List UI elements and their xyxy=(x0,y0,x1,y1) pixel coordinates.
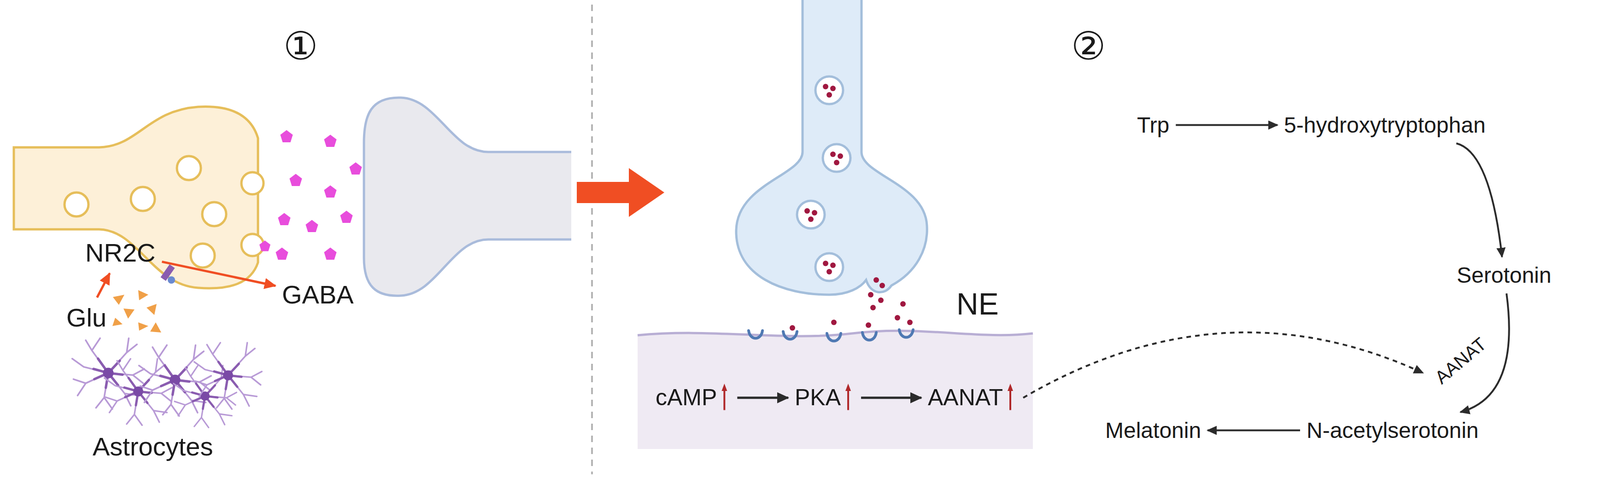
enzyme-label: AANAT xyxy=(1429,332,1492,390)
panel-number: ① xyxy=(283,24,318,68)
metabolite-label: Trp xyxy=(1134,110,1173,140)
postsynaptic-terminal xyxy=(363,97,572,296)
increase-arrow xyxy=(847,387,850,411)
node-text: Serotonin xyxy=(1456,262,1552,288)
pathway-arrow xyxy=(861,396,922,399)
gaba-molecules xyxy=(259,130,363,260)
pathway-arrow xyxy=(1175,124,1278,127)
increase-arrow xyxy=(723,387,726,411)
node-text: NR2C xyxy=(85,238,156,268)
signal-molecule: cAMP xyxy=(652,382,734,414)
noradrenergic-terminal xyxy=(736,0,927,342)
metabolite-label: N-acetylserotonin xyxy=(1303,416,1482,446)
cell-type-label: Astrocytes xyxy=(92,432,213,462)
presynaptic-terminal xyxy=(13,106,264,289)
receptor-label: NR2C xyxy=(82,236,159,270)
metabolite-label: Serotonin xyxy=(1453,260,1554,290)
neurotransmitter-label: NE xyxy=(956,287,999,322)
node-text: PKA xyxy=(794,384,841,412)
metabolite-label: Melatonin xyxy=(1102,416,1204,446)
divider-line xyxy=(591,4,593,475)
node-text: AANAT xyxy=(927,384,1003,412)
metabolite-label: 5-hydroxytryptophan xyxy=(1281,110,1489,140)
node-text: Melatonin xyxy=(1105,417,1202,444)
pathway-arrow xyxy=(161,261,276,286)
neurotransmitter-label: Glu xyxy=(63,301,110,335)
pathway-arrow xyxy=(1207,429,1301,432)
node-text: 5-hydroxytryptophan xyxy=(1283,112,1486,138)
node-text: Glu xyxy=(66,303,107,333)
pathway-arrow xyxy=(737,396,789,399)
node-text: GABA xyxy=(281,280,354,310)
panel-number: ② xyxy=(1071,24,1106,68)
node-text: N-acetylserotonin xyxy=(1306,417,1479,444)
node-text: Trp xyxy=(1136,112,1170,138)
pathway-arrow xyxy=(1456,143,1502,258)
enzyme-label: AANAT xyxy=(925,382,1020,414)
astrocyte-cells xyxy=(72,338,263,428)
neurotransmitter-label: GABA xyxy=(279,278,357,312)
signal-molecule: PKA xyxy=(791,382,858,414)
node-text: cAMP xyxy=(655,384,717,412)
transition-arrow xyxy=(576,168,665,217)
postsynaptic-membrane xyxy=(637,330,1033,450)
glutamate-molecules xyxy=(112,290,162,333)
increase-arrow xyxy=(1009,387,1012,411)
regulation-leader xyxy=(1023,332,1424,399)
pathway-arrow xyxy=(97,273,110,298)
